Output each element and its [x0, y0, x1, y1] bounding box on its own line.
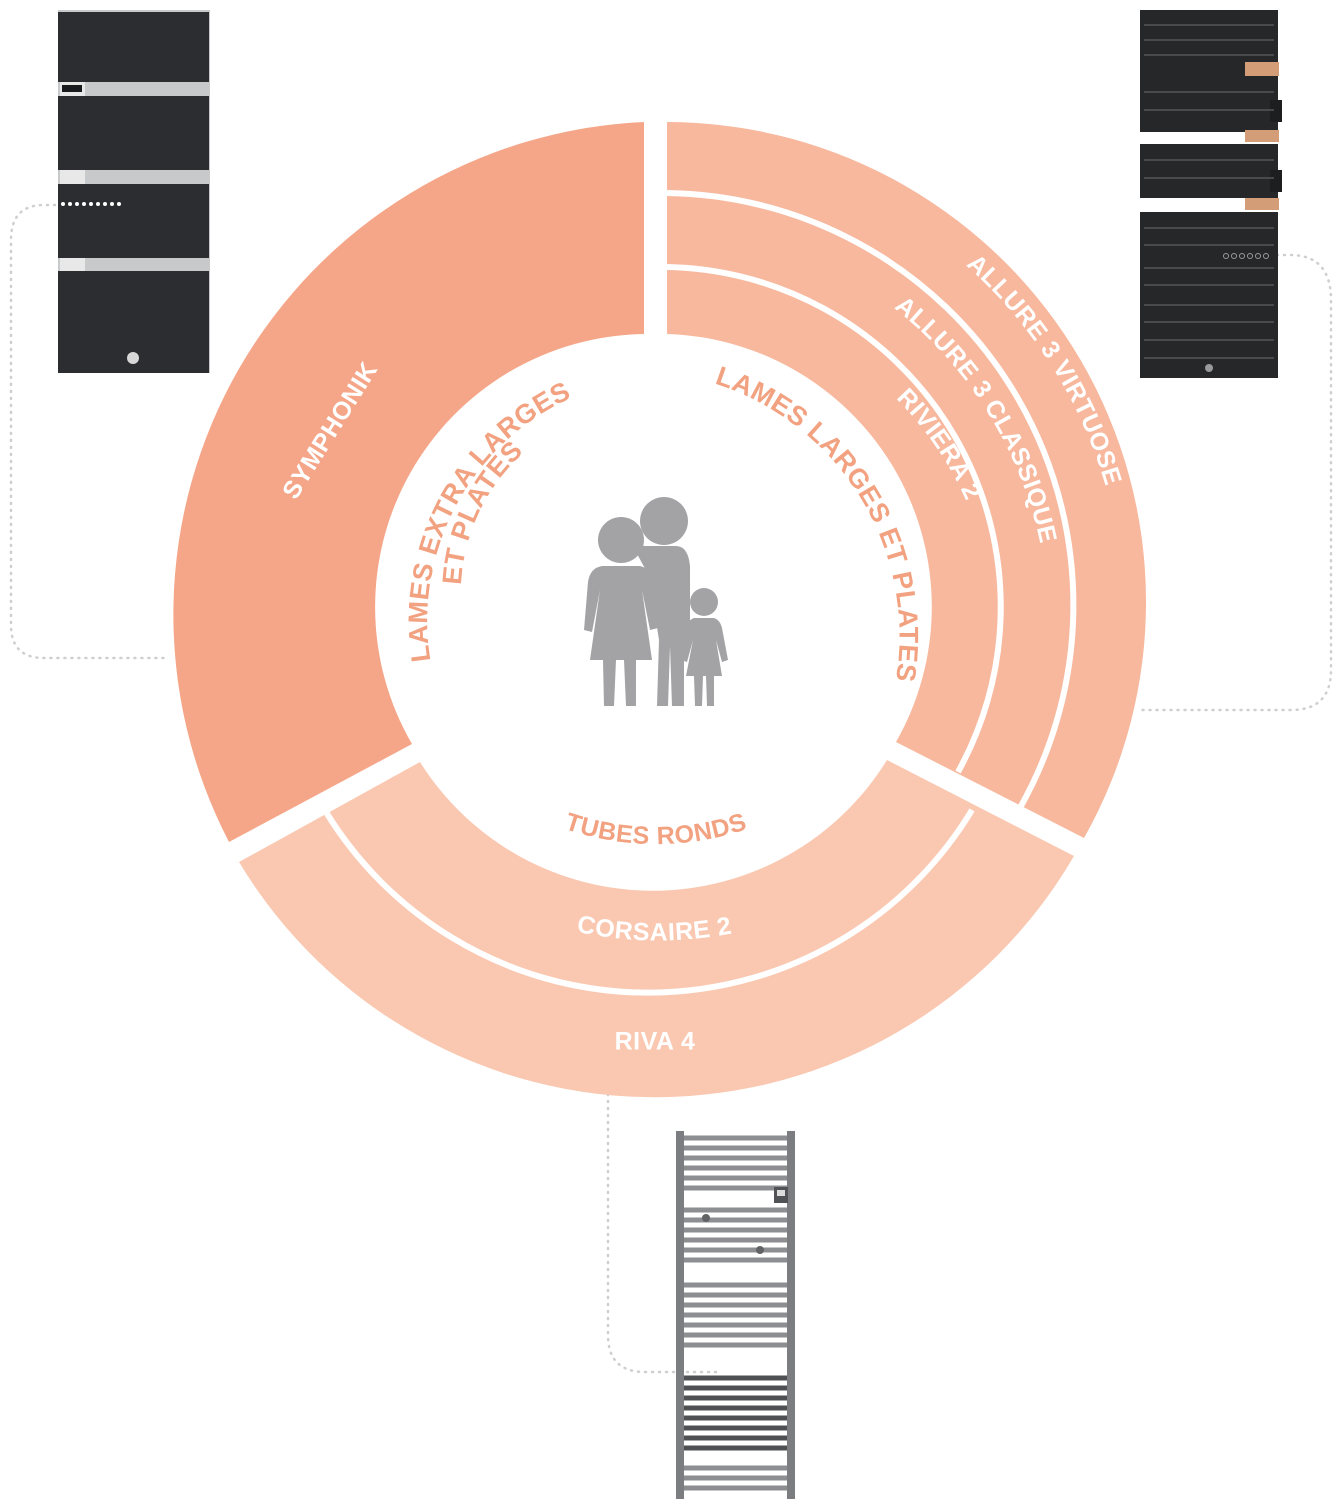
separator-allure-classique — [666, 264, 1004, 774]
segment-tubes-ronds — [239, 760, 1074, 1098]
connector-allure — [1135, 253, 1333, 712]
connector-symphonik — [9, 203, 170, 660]
family-icon — [584, 497, 728, 706]
separator-allure-virtuose — [666, 190, 1077, 808]
segment-symphonik — [173, 122, 644, 842]
ring-separators — [323, 190, 1077, 996]
allure-radiator-image — [1140, 10, 1282, 378]
riva-radiator-image — [676, 1131, 795, 1499]
donut — [173, 122, 1147, 1098]
connector-lines — [9, 203, 1333, 1374]
label-riva-4: RIVA 4 — [615, 1028, 696, 1056]
label-tubes-ronds: TUBES RONDS — [562, 808, 750, 851]
separator-corsaire — [323, 808, 975, 996]
symphonik-radiator-image — [58, 10, 210, 373]
segment-lames-larges — [667, 122, 1147, 838]
